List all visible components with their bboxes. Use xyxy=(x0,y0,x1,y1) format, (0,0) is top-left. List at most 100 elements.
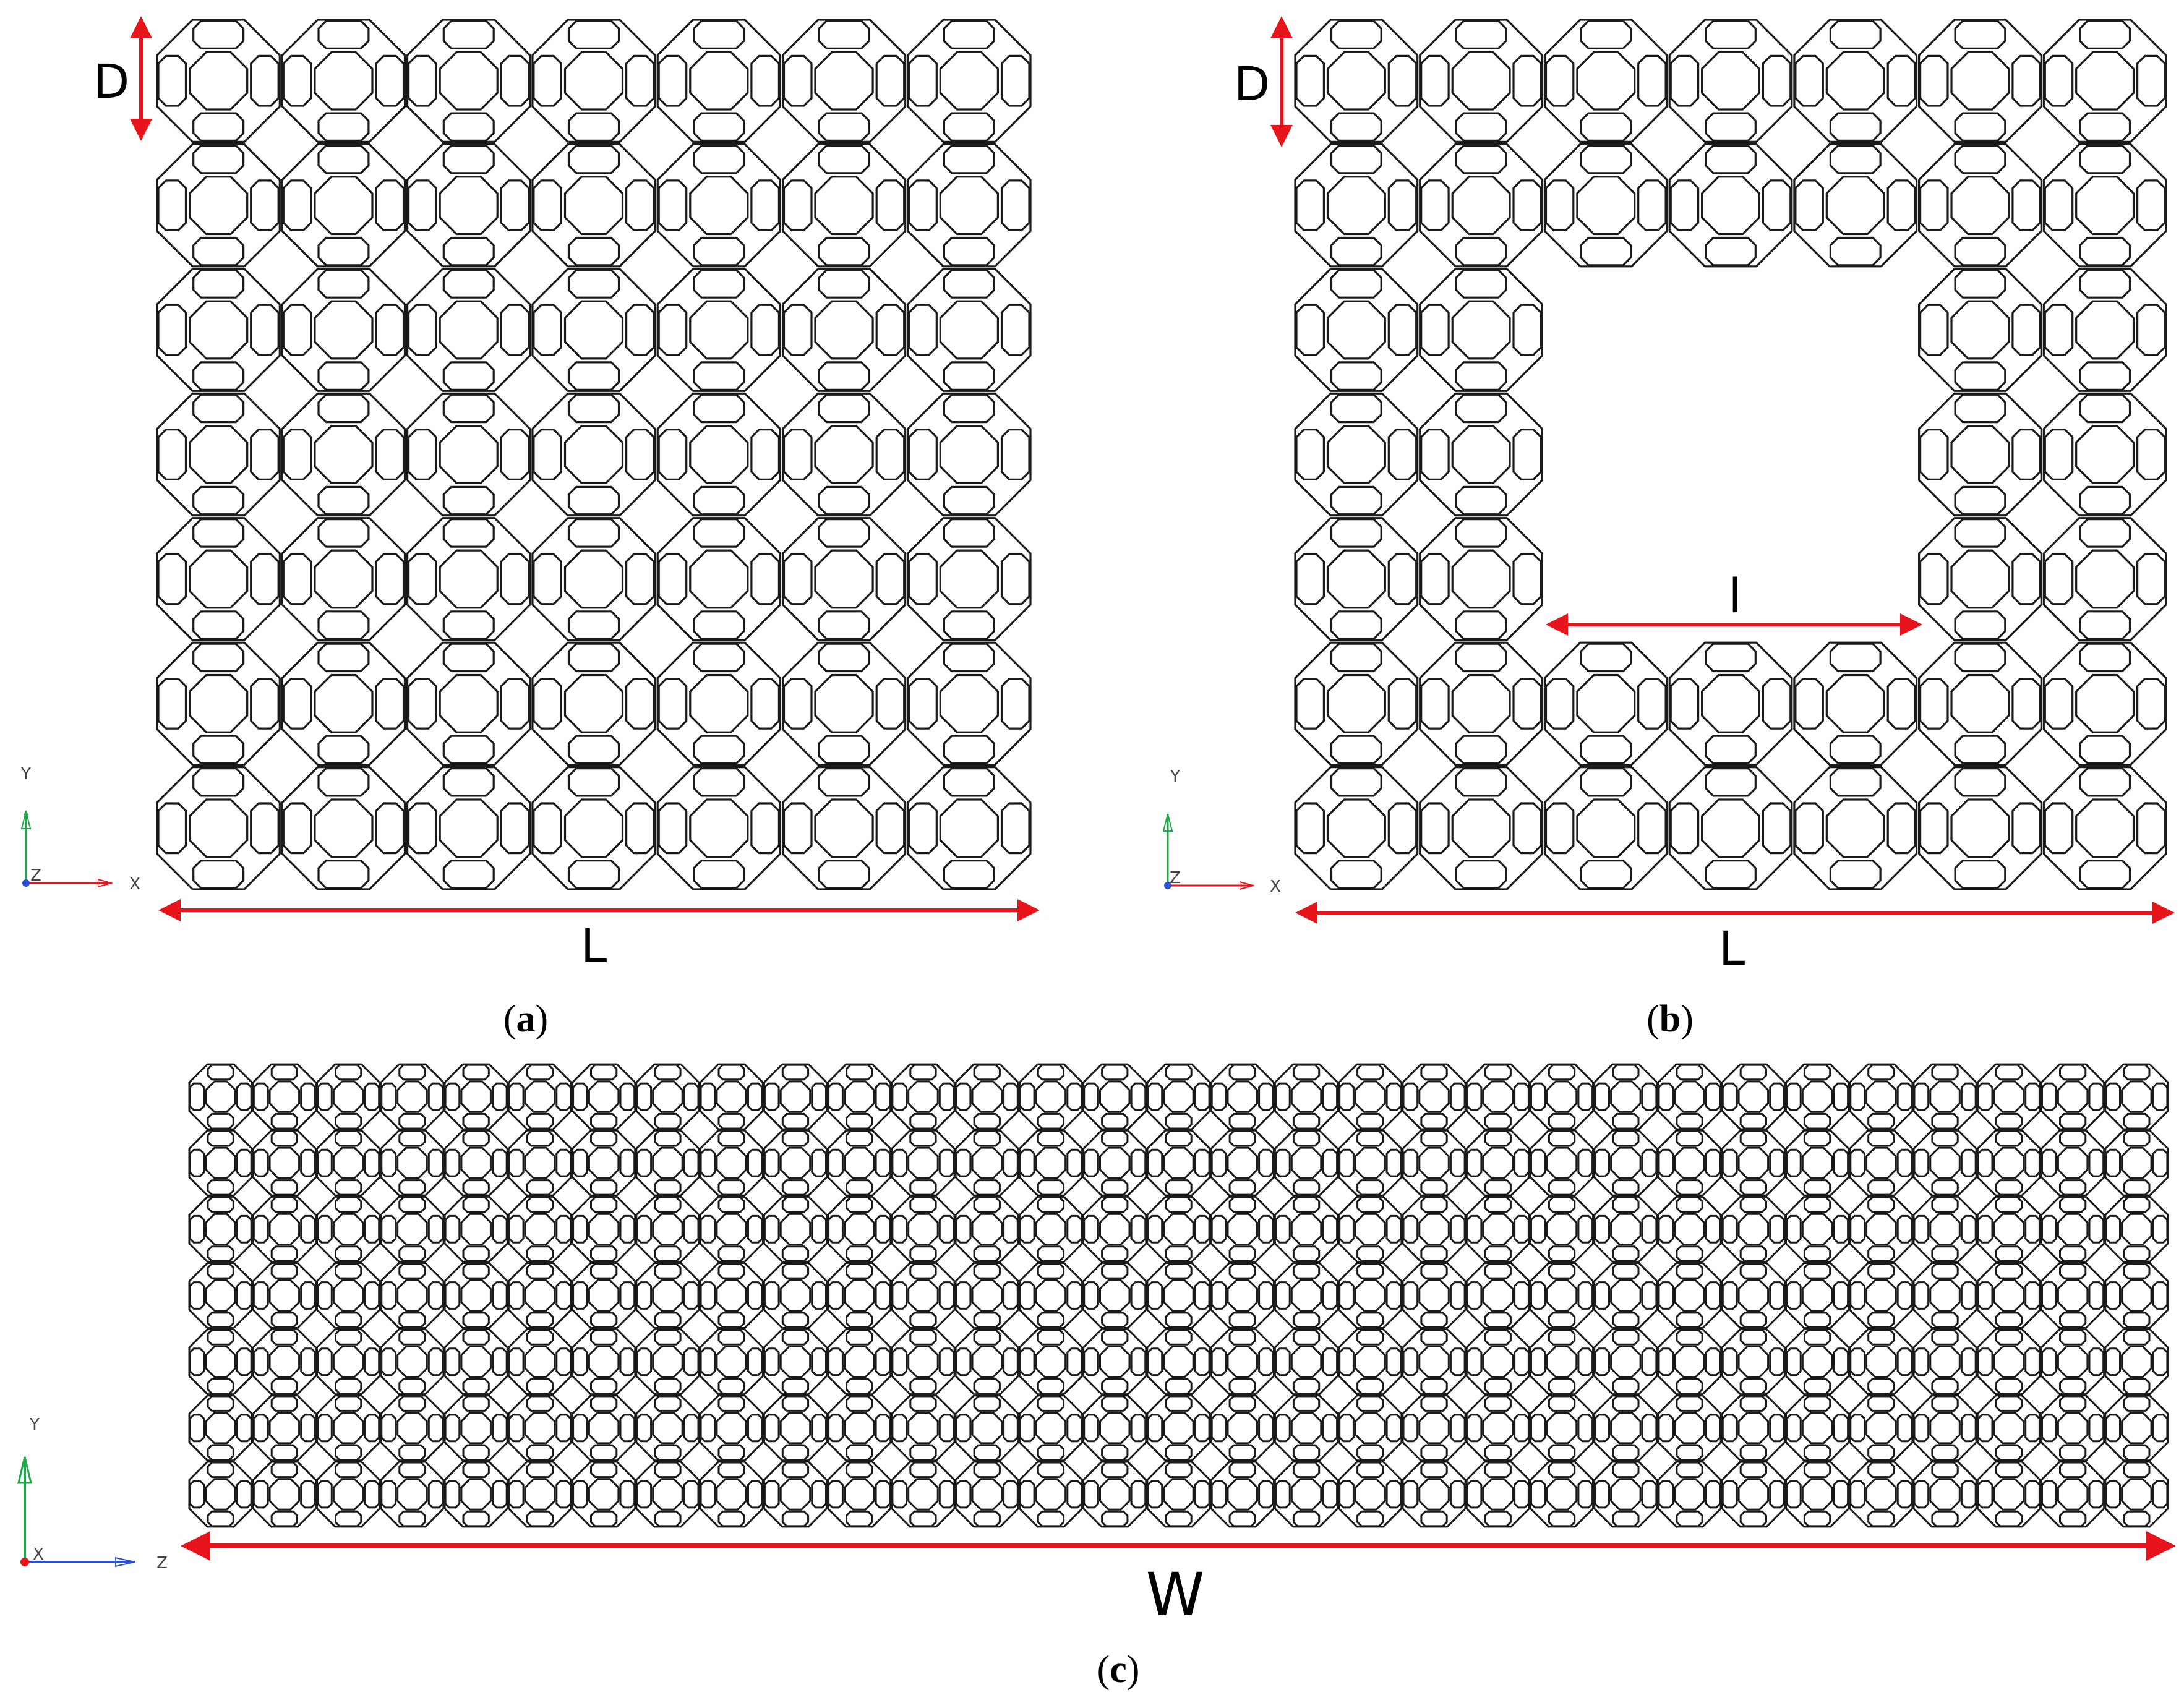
lattice-strut xyxy=(654,1312,682,1328)
lattice-strut xyxy=(1995,1179,2023,1196)
lattice-strut xyxy=(1785,1394,1850,1462)
lattice-strut xyxy=(763,1195,828,1263)
lattice-strut xyxy=(1737,1080,1770,1113)
lattice-strut xyxy=(2057,1346,2089,1378)
lattice-strut xyxy=(2105,1281,2121,1310)
lattice-strut xyxy=(973,1130,1001,1147)
lattice-strut xyxy=(814,51,874,111)
lattice-cell xyxy=(1593,1394,1658,1462)
lattice-strut xyxy=(779,1213,812,1245)
lattice-strut xyxy=(2105,1082,2121,1111)
lattice-strut xyxy=(781,268,907,392)
lattice-cell xyxy=(572,1262,636,1329)
lattice-strut xyxy=(1330,767,1382,797)
lattice-strut xyxy=(1387,429,1418,480)
lattice-strut xyxy=(1146,1328,1211,1396)
lattice-strut xyxy=(1577,1480,1594,1509)
lattice-strut xyxy=(1338,1461,1403,1528)
lattice-strut xyxy=(500,54,530,107)
lattice-strut xyxy=(555,1480,572,1509)
lattice-strut xyxy=(1849,1214,1865,1244)
lattice-cell xyxy=(907,392,1032,517)
lattice-strut xyxy=(189,798,249,858)
lattice-strut xyxy=(1484,1064,1512,1081)
lattice-strut xyxy=(699,1129,764,1197)
lattice-strut xyxy=(396,1080,428,1113)
lattice-strut xyxy=(955,1281,972,1310)
lattice-strut xyxy=(1669,802,1700,855)
lattice-strut xyxy=(442,735,495,765)
lattice-strut xyxy=(443,1063,508,1130)
lattice-strut xyxy=(2011,304,2041,356)
lattice-strut xyxy=(1210,1063,1275,1130)
lattice-strut xyxy=(1977,1480,1993,1509)
lattice-strut xyxy=(317,518,370,548)
lattice-strut xyxy=(317,20,370,49)
lattice-strut xyxy=(2044,802,2074,855)
lattice-strut xyxy=(314,51,374,111)
lattice-strut xyxy=(2024,1214,2041,1244)
lattice-strut xyxy=(907,1080,939,1113)
lattice-strut xyxy=(1402,1461,1467,1528)
lattice-strut xyxy=(572,1281,588,1310)
lattice-strut xyxy=(1037,1064,1065,1081)
lattice-strut xyxy=(1484,1510,1512,1527)
lattice-strut xyxy=(717,1378,745,1395)
lattice-strut xyxy=(1420,429,1450,480)
lattice-cell xyxy=(1294,392,1419,517)
lattice-strut xyxy=(1356,1179,1384,1196)
lattice-cell xyxy=(1274,1328,1339,1396)
lattice-strut xyxy=(2011,802,2041,855)
lattice-strut xyxy=(207,1245,234,1262)
lattice-strut xyxy=(1612,1064,1640,1081)
lattice-cell xyxy=(1465,1262,1530,1329)
lattice-strut xyxy=(1228,1312,1256,1328)
lattice-cell xyxy=(1082,1328,1147,1396)
lattice-strut xyxy=(1762,677,1792,730)
lattice-strut xyxy=(1385,1480,1402,1509)
lattice-strut xyxy=(717,1461,745,1479)
lattice-strut xyxy=(507,1195,572,1263)
lattice-strut xyxy=(406,19,531,143)
lattice-cell xyxy=(954,1461,1019,1528)
lattice-strut xyxy=(398,1196,426,1213)
lattice-strut xyxy=(396,1346,428,1378)
lattice-strut xyxy=(1083,1214,1099,1244)
lattice-strut xyxy=(462,1395,490,1412)
lattice-cell xyxy=(1785,1195,1850,1263)
lattice-strut xyxy=(1290,1412,1322,1445)
lattice-strut xyxy=(2057,1213,2089,1245)
lattice-strut xyxy=(1035,1412,1067,1445)
lattice-cell xyxy=(699,1262,764,1329)
lattice-strut xyxy=(1701,51,1760,111)
lattice-strut xyxy=(1674,1279,1705,1312)
lattice-strut xyxy=(654,1329,682,1346)
lattice-strut xyxy=(156,19,281,143)
lattice-strut xyxy=(1275,1281,1291,1310)
lattice-strut xyxy=(396,1279,428,1312)
lattice-strut xyxy=(444,1082,461,1111)
lattice-strut xyxy=(1228,1064,1256,1081)
lattice-strut xyxy=(814,549,874,609)
lattice-strut xyxy=(1896,1347,1913,1376)
lattice-strut xyxy=(1292,1245,1321,1262)
lattice-strut xyxy=(1674,1146,1705,1179)
lattice-cell xyxy=(1976,1461,2041,1528)
lattice-strut xyxy=(1210,1129,1275,1197)
lattice-strut xyxy=(1083,1347,1099,1376)
lattice-strut xyxy=(1530,1195,1595,1263)
lattice-strut xyxy=(750,802,781,855)
lattice-strut xyxy=(572,1347,588,1376)
lattice-strut xyxy=(973,1245,1001,1262)
lattice-cell xyxy=(443,1461,508,1528)
lattice-strut xyxy=(1931,1196,1959,1213)
lattice-strut xyxy=(846,1329,873,1346)
lattice-strut xyxy=(909,1245,937,1262)
lattice-strut xyxy=(2011,54,2041,107)
lattice-strut xyxy=(1099,1080,1131,1113)
lattice-strut xyxy=(1769,1414,1785,1443)
lattice-strut xyxy=(1669,54,1700,107)
lattice-strut xyxy=(814,176,874,236)
lattice-strut xyxy=(205,1412,236,1445)
lattice-strut xyxy=(1356,1263,1384,1279)
